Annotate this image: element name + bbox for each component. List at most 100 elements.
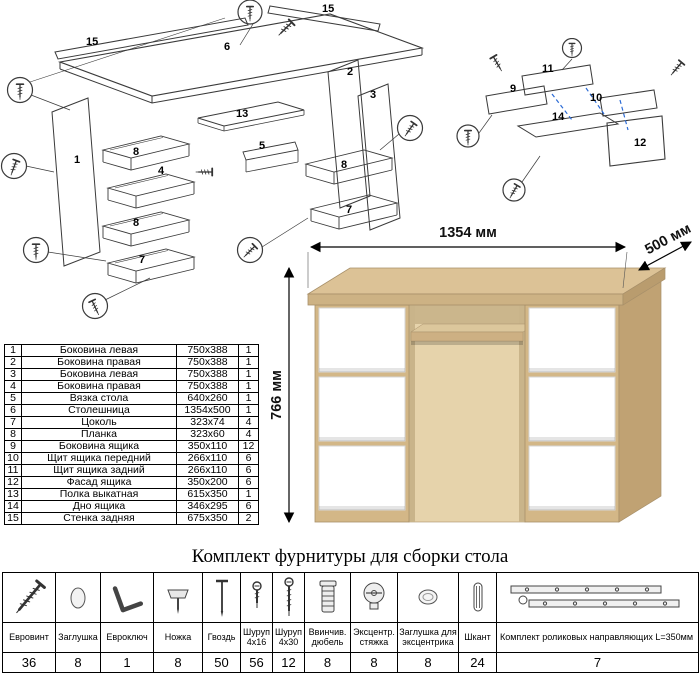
foot-icon [167, 589, 189, 614]
detail-callout [0, 152, 28, 180]
hardware-qty: 8 [153, 652, 203, 673]
part-name: Боковина левая [21, 368, 177, 381]
hardware-icon-cell [272, 572, 305, 623]
drawer-front[interactable] [528, 376, 616, 442]
cap-icon [70, 587, 86, 608]
detail-callout [6, 76, 34, 104]
part-label: 1 [74, 154, 80, 166]
hardware-qty: 7 [496, 652, 699, 673]
hardware-qty: 8 [350, 652, 398, 673]
screw-icon [489, 54, 506, 74]
right-side-panel-2 [327, 59, 371, 209]
back-wall-panel-left [54, 17, 249, 60]
left-side-panel [51, 97, 101, 267]
hardware-icon-cell [240, 572, 273, 623]
part-num: 14 [4, 500, 22, 513]
drawer-front[interactable] [318, 376, 406, 442]
main-exploded-diagram: 15 6 15 1 8 4 8 7 13 5 2 3 8 7 [0, 0, 425, 320]
drawer-exploded-diagram: 11 9 10 14 12 [456, 38, 686, 202]
screw-icon [195, 167, 214, 177]
part-num: 2 [4, 356, 22, 369]
part-qty: 2 [238, 512, 259, 525]
drawer-front[interactable] [528, 307, 616, 373]
screw-long-icon [283, 576, 294, 616]
drawer-slides-icon [510, 585, 679, 607]
hardware-name: Шуруп 4х16 [240, 622, 273, 653]
part-num: 9 [4, 440, 22, 453]
part-qty: 6 [238, 464, 259, 477]
part-size: 675х350 [176, 512, 239, 525]
hardware-names-row: Евровинт Заглушка Евроключ Ножка Гвоздь … [2, 622, 699, 653]
part-num: 11 [4, 464, 22, 477]
right-side-panel-3 [357, 83, 401, 231]
drawer-side-right [599, 89, 658, 117]
hardware-icons-row [2, 572, 699, 623]
part-label: 10 [590, 92, 602, 104]
part-size: 323х74 [176, 416, 239, 429]
detail-callout [237, 0, 263, 25]
hardware-title: Комплект фурнитуры для сборки стола [191, 546, 509, 567]
part-num: 8 [4, 428, 22, 441]
hardware-icon-cell [55, 572, 101, 623]
part-size: 266х110 [176, 452, 239, 465]
hardware-name: Шкант [458, 622, 497, 653]
drawer-front[interactable] [528, 445, 616, 511]
part-label: 15 [322, 3, 334, 15]
hardware-name: Шуруп 4х30 [272, 622, 305, 653]
drawer-box [106, 173, 196, 209]
part-label: 2 [347, 66, 353, 78]
part-name: Боковина ящика [21, 440, 177, 453]
part-qty: 1 [238, 356, 259, 369]
part-name: Фасад ящика [21, 476, 177, 489]
part-label: 9 [510, 83, 516, 95]
hex-key-icon [112, 585, 144, 612]
drawer-front[interactable] [318, 445, 406, 511]
drawer-box [304, 149, 394, 185]
hardware-icon-cell [100, 572, 154, 623]
hardware-icon-cell [2, 572, 56, 623]
part-label: 5 [259, 140, 265, 152]
part-name: Стенка задняя [21, 512, 177, 525]
part-size: 350х110 [176, 440, 239, 453]
screw-in-dowel-icon [319, 580, 336, 612]
drawer-box [101, 211, 191, 247]
hardware-table: Евровинт Заглушка Евроключ Ножка Гвоздь … [2, 572, 699, 673]
hardware-qty: 8 [304, 652, 351, 673]
right-drawer-boxes [304, 149, 399, 230]
detail-callout [236, 236, 264, 264]
drawer-front-panel [606, 115, 666, 167]
part-size: 615х350 [176, 488, 239, 501]
drawer-bottom-panel [516, 112, 620, 138]
part-name: Столешница [21, 404, 177, 417]
niche-shadow [409, 305, 525, 324]
brace-panel [242, 141, 299, 173]
part-label: 13 [236, 108, 248, 120]
part-name: Боковина левая [21, 344, 177, 357]
part-name: Боковина правая [21, 380, 177, 393]
drawer-front[interactable] [318, 307, 406, 373]
nail-icon [215, 579, 228, 617]
part-label: 8 [133, 146, 139, 158]
detail-callout [502, 178, 526, 202]
part-name: Боковина правая [21, 356, 177, 369]
desk-side-panel [618, 278, 662, 523]
part-num: 13 [4, 488, 22, 501]
part-name: Цоколь [21, 416, 177, 429]
part-label: 7 [139, 254, 145, 266]
detail-callout [22, 236, 50, 264]
part-label: 7 [346, 204, 352, 216]
part-name: Полка выкатная [21, 488, 177, 501]
hardware-qty: 24 [458, 652, 497, 673]
part-qty: 1 [238, 404, 259, 417]
desktop-panel [57, 13, 425, 104]
part-num: 5 [4, 392, 22, 405]
part-qty: 1 [238, 392, 259, 405]
part-label: 3 [370, 89, 376, 101]
keyboard-tray[interactable] [410, 323, 536, 345]
hardware-qty: 8 [55, 652, 101, 673]
dimension-height: 766 мм [269, 266, 295, 524]
